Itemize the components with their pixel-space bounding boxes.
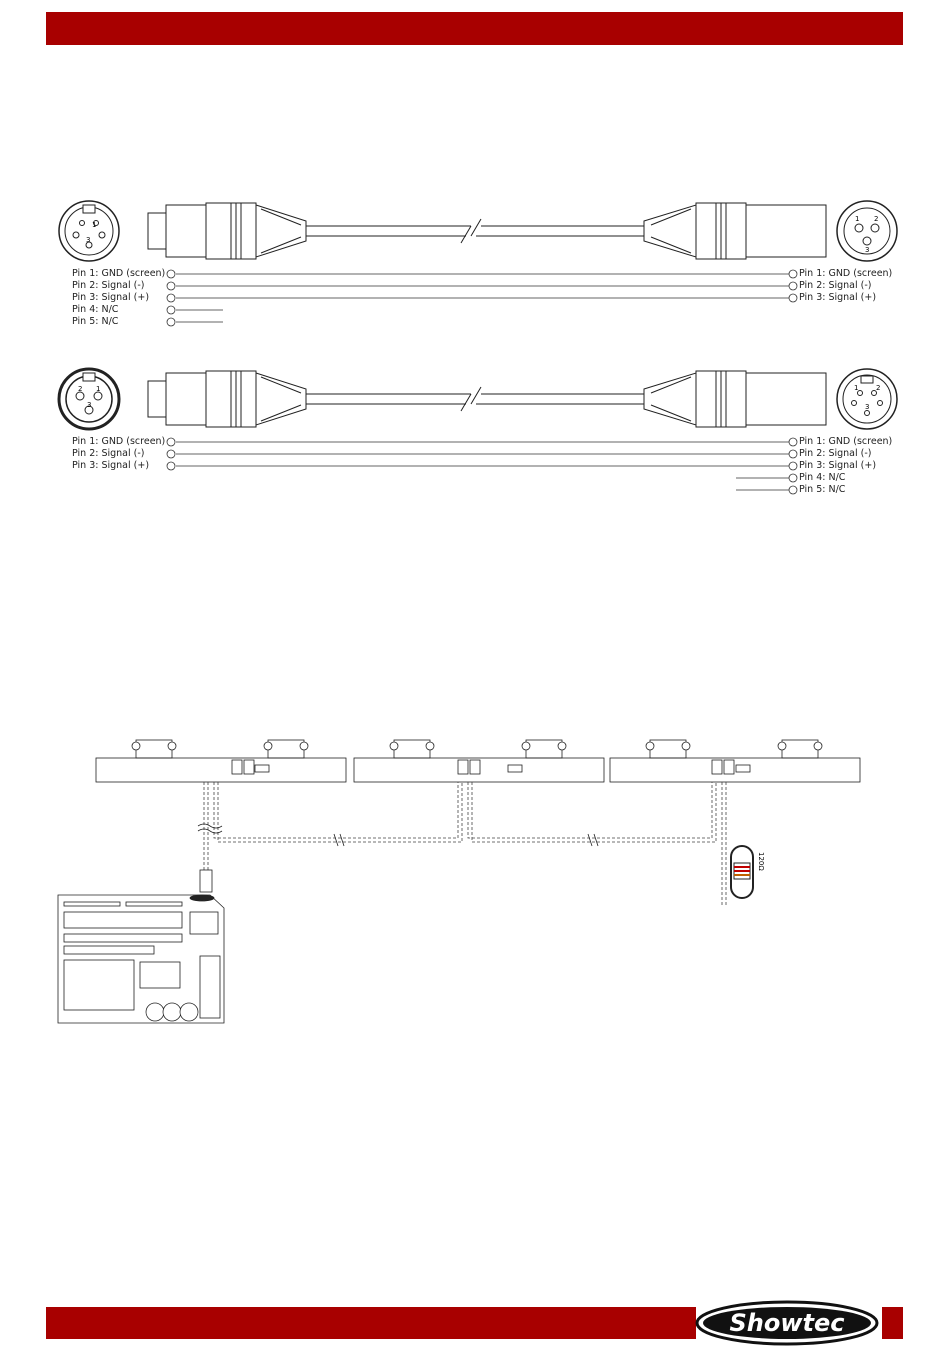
pin-label: Pin 1: GND (screen) [799,436,893,447]
pin-label: Pin 2: Signal (-) [72,448,145,459]
cable-line [306,386,644,412]
pin-label: Pin 5: N/C [72,316,119,327]
pin-label: Pin 4: N/C [799,472,846,483]
pin-label: Pin 1: GND (screen) [72,436,166,447]
pin-number: 2 [874,215,878,223]
pin-label: Pin 3: Signal (+) [72,460,150,471]
logo-wordmark: Showtec [729,1309,844,1337]
pin-number: 1 [92,221,96,229]
pin-wires [166,269,798,327]
pin-wires [166,437,798,495]
cable-diagram-1: 1 3 1 2 3 [58,200,898,327]
pin-label: Pin 1: GND (screen) [799,268,893,279]
footer-bar [46,1307,696,1339]
dmx-console [57,894,225,1024]
pin-number: 3 [865,403,869,411]
pin-number: 3 [865,246,869,254]
dmx-cables [203,782,727,906]
fixture-2 [353,739,605,783]
pin-number: 3 [87,401,91,409]
cable-diagram-2: 2 1 3 1 2 3 [57,367,898,495]
xlr-5pin-female-face [58,200,120,262]
terminator-label: 120Ω [757,852,765,871]
pin-number: 3 [86,236,90,244]
cable-line [306,218,644,244]
xlr-male-plug [643,370,827,428]
xlr-male-plug [643,202,827,260]
pin-label: Pin 2: Signal (-) [72,280,145,291]
pin-number: 1 [96,385,100,393]
pin-label: Pin 2: Signal (-) [799,448,872,459]
pin-label: Pin 5: N/C [799,484,846,495]
pin-number: 2 [78,385,82,393]
pin-label: Pin 2: Signal (-) [799,280,872,291]
xlr-3pin-female-face [57,367,121,431]
dmx-terminator [730,845,754,899]
pin-label: Pin 1: GND (screen) [72,268,166,279]
pin-label: Pin 3: Signal (+) [799,292,877,303]
pin-label: Pin 3: Signal (+) [72,292,150,303]
dmx-chain-diagram: 120Ω [57,739,861,1024]
xlr-female-plug [147,202,307,260]
pin-number: 1 [855,215,859,223]
xlr-5pin-male-face [836,368,898,430]
showtec-logo: Showtec [695,1300,879,1346]
fixture-3 [609,739,861,783]
fixture-1 [95,739,347,783]
cable-break-marks [197,823,599,847]
pin-label: Pin 3: Signal (+) [799,460,877,471]
pin-number: 2 [876,384,880,392]
pin-label: Pin 4: N/C [72,304,119,315]
pin-number: 1 [854,384,858,392]
xlr-3pin-male-face [836,200,898,262]
header-bar [46,12,903,45]
console-plug [199,869,213,893]
footer-bar-end [882,1307,903,1339]
xlr-female-plug [147,370,307,428]
